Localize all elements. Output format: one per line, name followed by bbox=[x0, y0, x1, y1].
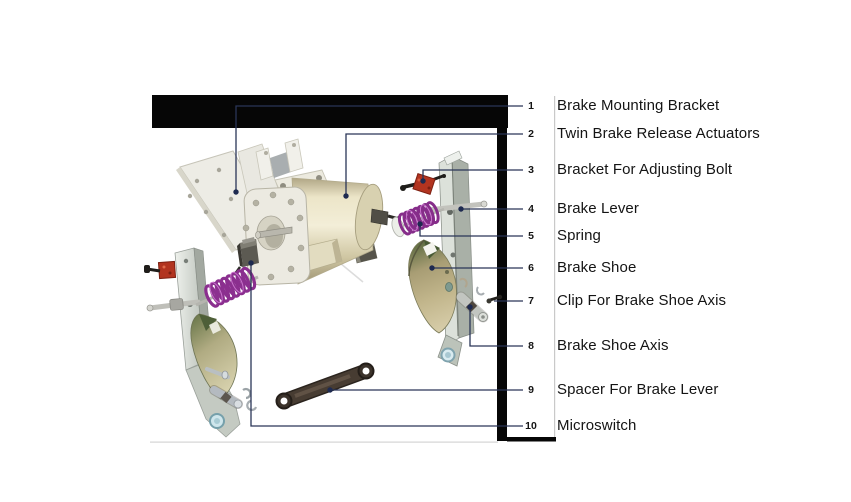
label-column-divider bbox=[554, 96, 556, 437]
left-adjusting-bolt-bracket bbox=[144, 260, 177, 280]
leader-10 bbox=[250, 263, 523, 427]
callout-dots bbox=[233, 178, 473, 393]
clip-for-brake-shoe-axis bbox=[459, 277, 503, 304]
bottom-gray-line bbox=[150, 441, 498, 443]
leader-2 bbox=[345, 133, 523, 196]
drum-connector bbox=[370, 208, 389, 226]
left-shoe-axis-and-clip bbox=[205, 367, 258, 412]
leader-3 bbox=[422, 169, 523, 181]
spacer-for-brake-lever bbox=[275, 362, 375, 410]
leader-1 bbox=[235, 105, 523, 192]
top-black-bar bbox=[152, 95, 508, 128]
right-brake-shoe bbox=[408, 239, 457, 334]
left-lever-axis bbox=[146, 298, 201, 312]
microswitch bbox=[233, 237, 259, 276]
leader-8 bbox=[469, 307, 523, 347]
right-spring bbox=[391, 201, 445, 238]
twin-brake-release-actuators bbox=[242, 177, 401, 286]
leader-lines bbox=[235, 105, 523, 427]
right-adjusting-bolt-bracket bbox=[400, 172, 446, 196]
reflection-line bbox=[339, 262, 364, 283]
black-bar-foot bbox=[507, 437, 556, 442]
leader-5 bbox=[419, 224, 523, 237]
left-spring bbox=[195, 266, 259, 308]
